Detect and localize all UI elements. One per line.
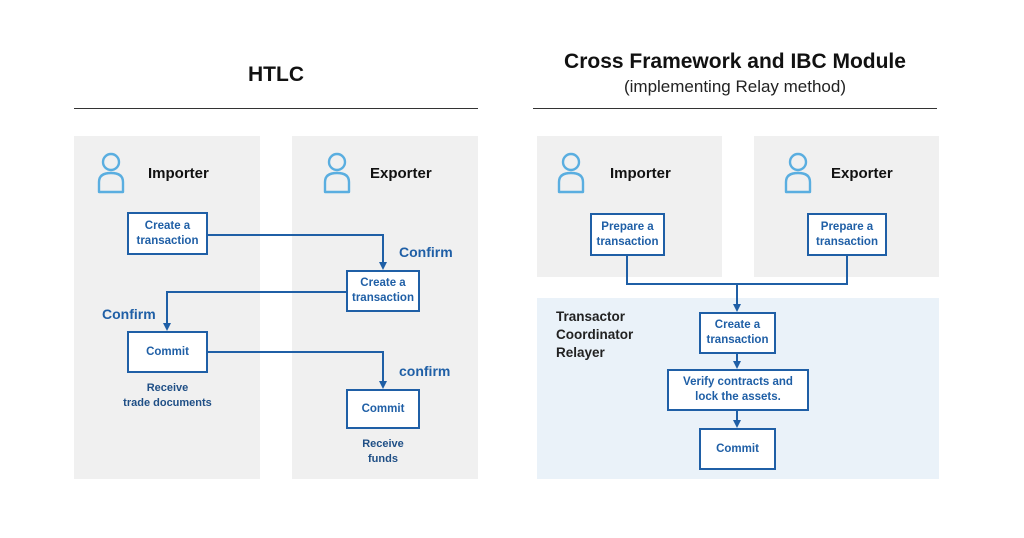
person-icon — [97, 152, 125, 194]
person-icon — [784, 152, 812, 194]
arrow-importer-commit-to-exporter-commit — [208, 351, 387, 389]
cross-commit-box: Commit — [699, 428, 776, 470]
htlc-exporter-receive-note: Receive funds — [362, 438, 404, 465]
cross-importer-prepare-box: Prepare a transaction — [590, 213, 665, 256]
htlc-importer-create-box: Create a transaction — [127, 212, 208, 255]
htlc-importer-label: Importer — [148, 165, 209, 182]
arrow-importer-create-to-exporter-create — [208, 234, 387, 270]
cross-create-box: Create a transaction — [699, 312, 776, 354]
line-exporter-prepare-down — [737, 256, 848, 285]
htlc-importer-receive-note: Receive trade documents — [123, 382, 212, 409]
line-importer-prepare-down — [626, 256, 737, 285]
cross-subtitle: (implementing Relay method) — [623, 77, 847, 96]
confirm-label: confirm — [399, 363, 451, 379]
coordinator-label: Transactor Coordinator Relayer — [556, 309, 634, 360]
htlc-title-rule — [74, 108, 478, 109]
cross-importer-label: Importer — [610, 165, 671, 182]
confirm-label: Confirm — [102, 306, 156, 322]
htlc-exporter-label: Exporter — [370, 165, 432, 182]
htlc-exporter-commit-box: Commit — [346, 389, 420, 429]
cross-verify-box: Verify contracts and lock the assets. — [667, 369, 809, 411]
cross-title-rule — [533, 108, 937, 109]
cross-exporter-label: Exporter — [831, 165, 893, 182]
htlc-title: HTLC — [248, 63, 304, 86]
confirm-label: Confirm — [399, 244, 453, 260]
person-icon — [557, 152, 585, 194]
person-icon — [323, 152, 351, 194]
htlc-importer-commit-box: Commit — [127, 331, 208, 373]
cross-title: Cross Framework and IBC Module — [564, 50, 906, 73]
htlc-exporter-create-box: Create a transaction — [346, 270, 420, 312]
cross-exporter-prepare-box: Prepare a transaction — [807, 213, 887, 256]
arrow-exporter-create-to-importer-commit — [163, 291, 346, 331]
